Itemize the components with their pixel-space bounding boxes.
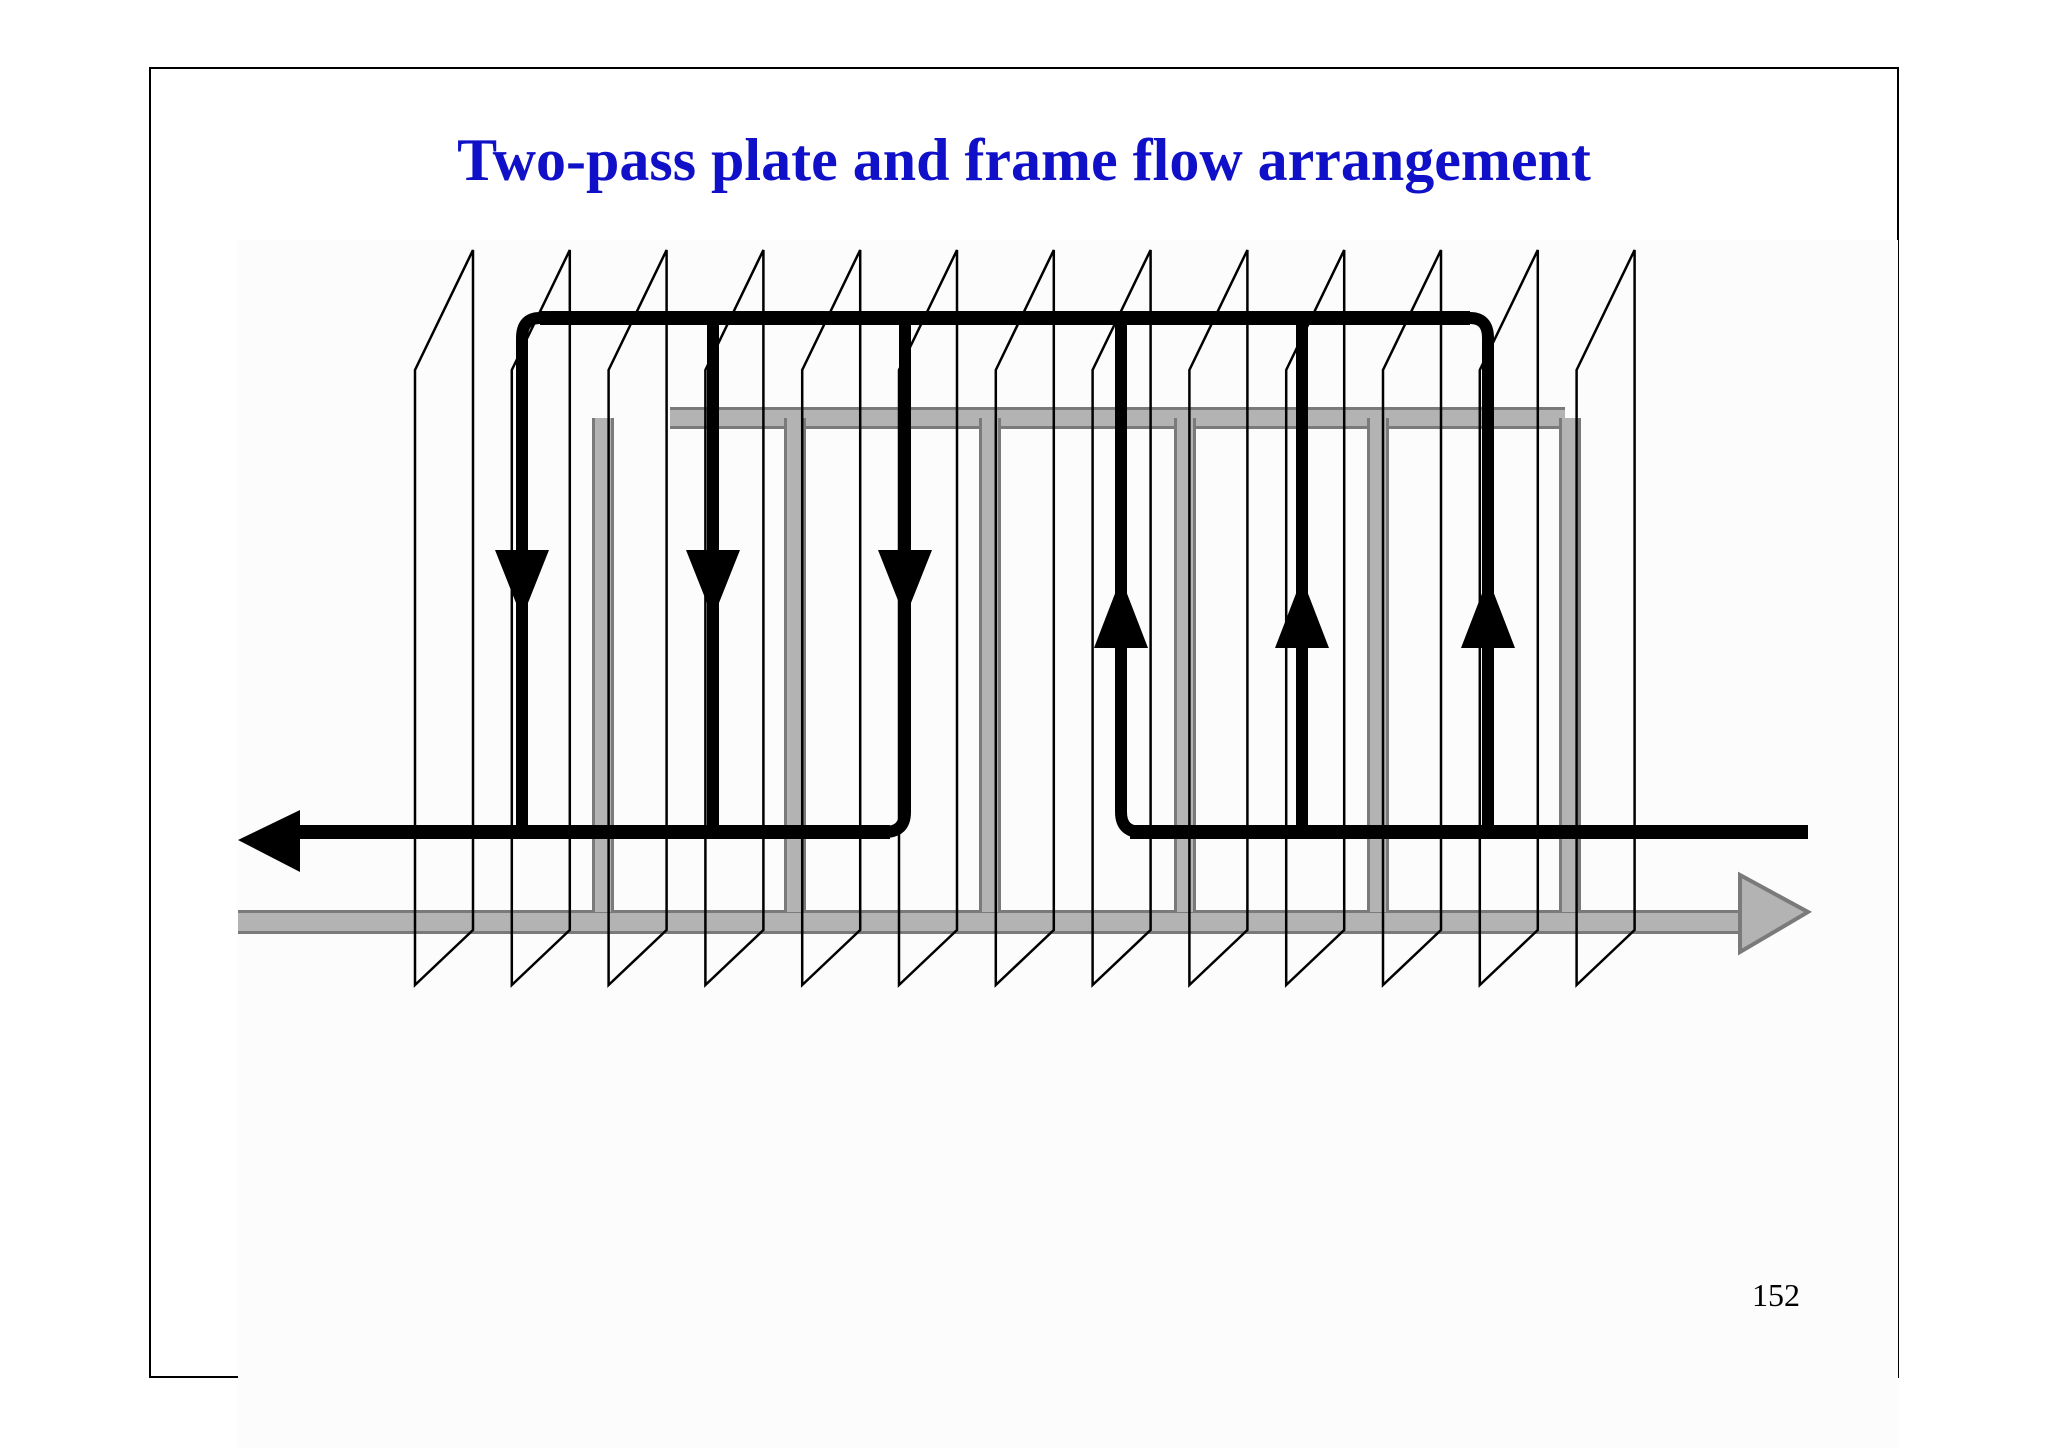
diagram-background [238, 240, 1898, 1448]
plate [1284, 249, 1346, 988]
plate [994, 249, 1056, 988]
hot-stream-paths [238, 311, 1808, 872]
plate [607, 249, 668, 988]
plates-group [413, 249, 1636, 988]
up-arrow-icon [1461, 578, 1515, 648]
up-arrow-icon [1275, 578, 1329, 648]
hot-stream-channel-down [516, 312, 541, 832]
plate [1188, 249, 1249, 988]
plate [1381, 249, 1443, 988]
plate [1091, 249, 1152, 988]
down-arrow-icon [878, 550, 932, 618]
plate [704, 249, 765, 988]
page-number: 152 [1752, 1277, 1800, 1313]
hot-stream-outlet-arrow [238, 810, 300, 872]
down-arrow-icon [686, 550, 740, 618]
down-arrow-icon [495, 550, 549, 618]
slide-title: Two-pass plate and frame flow arrangemen… [457, 127, 1591, 193]
hot-stream-channel-down [884, 318, 911, 838]
plate [1575, 249, 1636, 988]
plate [800, 249, 862, 988]
up-arrow-icon [1094, 578, 1148, 648]
plate [1478, 249, 1540, 988]
plate [413, 249, 475, 988]
hot-stream-channel-up [1469, 312, 1494, 832]
cold-stream-outlet-arrow [1738, 871, 1813, 956]
hot-stream-channel-up [1115, 318, 1142, 838]
plate [510, 249, 572, 988]
